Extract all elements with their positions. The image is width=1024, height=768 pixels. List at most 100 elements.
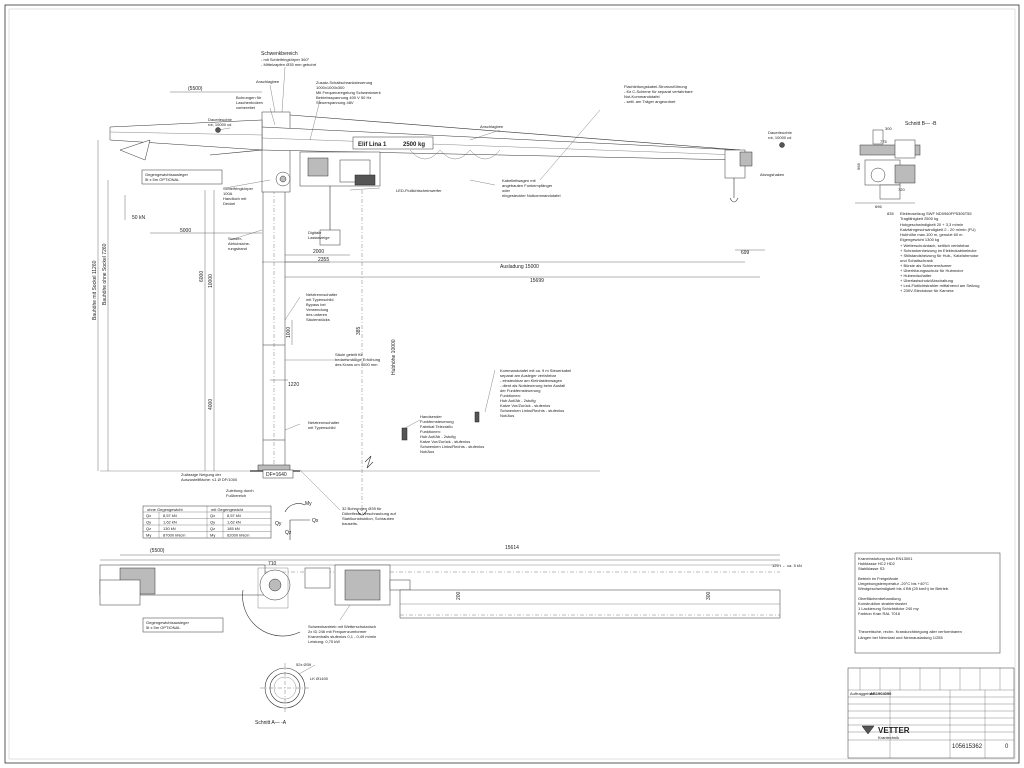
kommando-9: Not/Aus — [500, 413, 514, 418]
ring-holes: 52x Ø39 — [296, 662, 312, 667]
dim-2355: 2355 — [318, 257, 329, 263]
title-block: Auftraggeber AB1904090 VETTER Krantechni… — [847, 667, 1015, 759]
crane-elevation: Elif Lina 1 2500 kg — [100, 111, 785, 516]
dim-1220: 1220 — [288, 382, 299, 388]
callouts: Schwenkbereich - mit Schleifringkörper 3… — [141, 51, 793, 430]
note-2: Stahlklasse S3 — [858, 566, 885, 571]
bb-696: 696 — [875, 204, 882, 209]
bb-775: 775 — [880, 139, 887, 144]
hand-4: Hub Auf/Ab - 2stufig — [420, 434, 456, 439]
note-0: Kraneinstufung nach EN13001 — [858, 556, 913, 561]
bb-720: 720 — [898, 187, 905, 192]
bohr32-3: bauseits. — [342, 521, 358, 526]
hand-3: Funktionen: — [420, 429, 441, 434]
callout-slip-1: 100A — [223, 191, 233, 196]
callout-zusatz-0: Zusatz-Schaltschranksteuerung — [316, 80, 372, 85]
lt-r3c3: 62000 kNcm — [227, 533, 250, 538]
callout-zusatz-3: Betriebsspannung 400 V 50 Hz — [316, 95, 371, 100]
winch-spec: Elektroseilzug SWF ND0960FP5306T55 Tragf… — [900, 211, 979, 293]
leader-lines — [217, 66, 601, 511]
callout-zusatz-2: Mit Frequenzregelung Schwenkwerk — [316, 90, 381, 95]
axis-m-label: My — [305, 501, 312, 507]
tb-company-sub: Krantechnik — [878, 735, 899, 740]
force-axes-symbol: Qx Qz Qy My — [275, 501, 319, 540]
schwenk-0: Schwenkantrieb mit Wetterschutzdach — [308, 624, 376, 629]
spec-0: Elektroseilzug SWF ND0960FP5306T55 — [900, 211, 972, 216]
spec-9: und Schaltschrank — [900, 258, 933, 263]
base-callouts: Zulässige Neigung der Auszustellfläche: … — [181, 472, 397, 526]
spec-4: Hubhöhe max.100 m, genutzt 60 m — [900, 232, 963, 237]
vetter-logo-icon — [861, 725, 875, 735]
callout-saeule-0: Säule geteilt für — [335, 352, 363, 357]
callout-beacon-left-0: Dauerleuchte — [208, 117, 233, 122]
zuleit-1: Fußbereich — [226, 493, 246, 498]
kommando-8: Schwenken Links/Rechts - stufenlos — [500, 408, 564, 413]
axis-y-label: Qy — [275, 521, 282, 527]
callout-led: LED-Flutlichtscheinwerfer — [396, 188, 442, 193]
dim-15699: 15699 — [530, 278, 544, 284]
lt-r1c2: Qy — [210, 520, 215, 525]
crane-plan-view: (5500) 15614 710 — [99, 545, 781, 637]
plan-callouts: Gegengewichtsausleger 5t x 5m OPTIONAL S… — [142, 563, 802, 644]
lt-r1c0: Qy — [146, 520, 151, 525]
dim-10000: 10000 — [208, 274, 214, 288]
dim-6000: 6000 — [199, 271, 205, 282]
callout-slip-2: Handloch mit — [223, 196, 247, 201]
dim-df: DF=1640 — [266, 472, 287, 478]
dim-2000: 2000 — [313, 249, 324, 255]
load-right: 125 t ← ca. 5 kN — [772, 563, 802, 568]
note-14: Längen bei Nennlast und Nennausladung 1/… — [858, 635, 944, 640]
callout-beacon-left-1: rot, 10000 cd — [208, 122, 231, 127]
kommando-6: Hub Auf/Ab - 2stufig — [500, 398, 536, 403]
drawing-border — [4, 4, 1020, 764]
bb-968: 968 — [856, 163, 861, 170]
dim-699: 699 — [741, 250, 750, 256]
spec-3: Katzfahrgeschwindigkeit 2 - 20 m/min (FU… — [900, 227, 976, 232]
callout-flach-1: - für C-Schiene für separat verfahrbare — [624, 89, 693, 94]
callout-cwj-top-0: Gegengewichtsausleger — [145, 172, 189, 177]
callout-kabel-2: oder — [502, 188, 511, 193]
spec-12: + Hubendschalter — [900, 273, 932, 278]
dim-height-with-base: Bauhöhe mit Sockel 11260 — [92, 260, 98, 320]
hand-0: Handsender — [420, 414, 442, 419]
note-5: Umgebungstemperatur -20°C bis +40°C — [858, 581, 929, 586]
callout-netz2-0: Netztrennschalter — [308, 420, 340, 425]
callout-flach-0: Flachleitungskabel-Stromzuführung — [624, 84, 687, 89]
festoon-cable — [409, 149, 501, 160]
schwenk-2: Kranenhalls stufenlos 0,1 - 0,49 m/min — [308, 634, 376, 639]
lt-r1c1: 1,62 kN — [163, 520, 177, 525]
callout-anschlag: Anschlagbee — [256, 79, 280, 84]
callout-sonder-2: rungsband — [228, 246, 247, 251]
kommando-2: - einsteckbar am Kleinlastenwagen — [500, 378, 562, 383]
note-4: Betrieb im Freigelände — [858, 576, 899, 581]
tb-rev: 0 — [1005, 744, 1009, 750]
lt-r2c2: Qz — [210, 526, 215, 531]
kommando-5: Funktionen: — [500, 393, 521, 398]
note-1: Hubklasse HC2 HD2 — [858, 561, 896, 566]
tb-auftrag-label: Auftraggeber — [850, 691, 874, 696]
hand-6: Schwenken Links/Rechts - stufenlos — [420, 444, 484, 449]
axis-z-label: Qz — [285, 530, 292, 536]
note-6: Windgeschwindigkeit bis 4 Bft (25 km/h) … — [858, 586, 949, 591]
callout-cwj-top-1: 5t x 5m OPTIONAL — [145, 177, 180, 182]
callout-slip-3: Deckel — [223, 201, 235, 206]
zul-1: Auszustellfläche: ≤1 Ø DF/1000 — [181, 477, 238, 482]
hand-7: Not/Aus — [420, 449, 434, 454]
callout-netz1-5: Säulenstücks — [306, 317, 330, 322]
axis-x-label: Qx — [312, 518, 319, 524]
hand-5: Katze Vor/Zurück - stufenlos — [420, 439, 470, 444]
callout-netz2-1: mit Typenschild — [308, 425, 336, 430]
hand-1: Funkfernsteuerung — [420, 419, 454, 424]
callout-flach-3: - seitl. am Träger angeordnet — [624, 99, 676, 104]
tb-drawing-no: 105615362 — [952, 744, 983, 750]
lt-r2c3: 185 kN — [227, 526, 240, 531]
lt-r3c0: My — [146, 533, 151, 538]
callout-abzug: Abzugshaken — [760, 172, 784, 177]
callout-zusatz-1: 1000x1000x300 — [316, 85, 345, 90]
bb-835: 835 — [887, 211, 894, 216]
callout-digitale-1: Lastanzeige — [308, 235, 330, 240]
spec-10: + Bürste als Schienenräumer — [900, 263, 952, 268]
dim-5500-top: (5500) — [188, 86, 203, 92]
kommando-7: Katze Vor/Zurück - stufenlos — [500, 403, 550, 408]
remote-control-icon — [401, 427, 408, 441]
